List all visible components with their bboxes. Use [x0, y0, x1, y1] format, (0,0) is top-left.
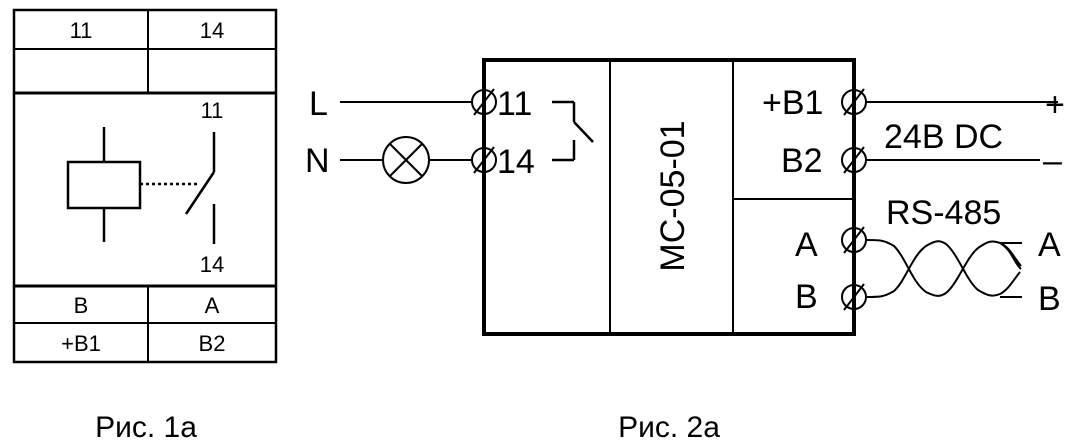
terminal-14-slot: [473, 146, 495, 174]
contact-blade: [184, 171, 216, 215]
lamp-cross-2: [389, 143, 423, 177]
device-name: МС-05-01: [654, 120, 692, 271]
device-frame: [482, 58, 856, 336]
fig1-cell-top-left: 11: [70, 18, 93, 43]
coil-symbol: [66, 160, 142, 210]
bus-wire-a: [865, 239, 1022, 297]
fig2-caption: Рис. 2а: [618, 411, 720, 444]
terminal-b-label: В: [795, 278, 818, 316]
fig1-cell-b: B: [74, 293, 89, 318]
fig1-cell-b1: +B1: [61, 331, 101, 356]
fig1-cell-b2: B2: [199, 331, 226, 356]
fig1-cell-a: A: [205, 293, 220, 318]
bus-label: RS-485: [886, 194, 1001, 232]
terminal-11-slot: [473, 88, 495, 116]
terminal-b1-label: +В1: [762, 84, 823, 122]
fig1-contact-bottom-label: 14: [200, 252, 224, 277]
terminal-14-label: 14: [497, 143, 535, 181]
figure-1a: 11 14 11 14 B A +B1 B2 Рис. 1а: [12, 8, 278, 444]
terminal-a-slot: [843, 226, 865, 254]
terminal-11-label: 11: [497, 85, 532, 123]
terminal-b2-label: В2: [781, 142, 823, 180]
fig1-cell-top-right: 14: [200, 18, 224, 43]
terminal-b-slot: [843, 283, 865, 311]
fig1-contact-top-label: 11: [201, 98, 224, 123]
bus-a-label: А: [1038, 226, 1061, 264]
supply-label: 24В DC: [884, 118, 1003, 156]
internal-contact-blade: [573, 121, 594, 143]
fig1-outer-frame: [12, 8, 278, 364]
terminal-a-label: А: [795, 226, 818, 264]
figure-2a: L N 11 14 МС-05-01 +В1 В2 А В: [305, 58, 1065, 444]
terminal-b1-slot: [843, 88, 865, 116]
bus-wire-a-end: [999, 242, 1022, 267]
supply-minus: –: [1043, 142, 1062, 180]
terminal-b2-slot: [843, 146, 865, 174]
terminal-14-screw: [471, 147, 497, 173]
fig1-caption: Рис. 1а: [95, 411, 197, 444]
bus-b-label: В: [1038, 280, 1061, 318]
bus-wire-b: [865, 240, 1021, 298]
terminal-11-screw: [471, 89, 497, 115]
input-n-label: N: [305, 142, 330, 180]
input-l-label: L: [309, 85, 328, 123]
supply-plus: +: [1045, 86, 1065, 124]
